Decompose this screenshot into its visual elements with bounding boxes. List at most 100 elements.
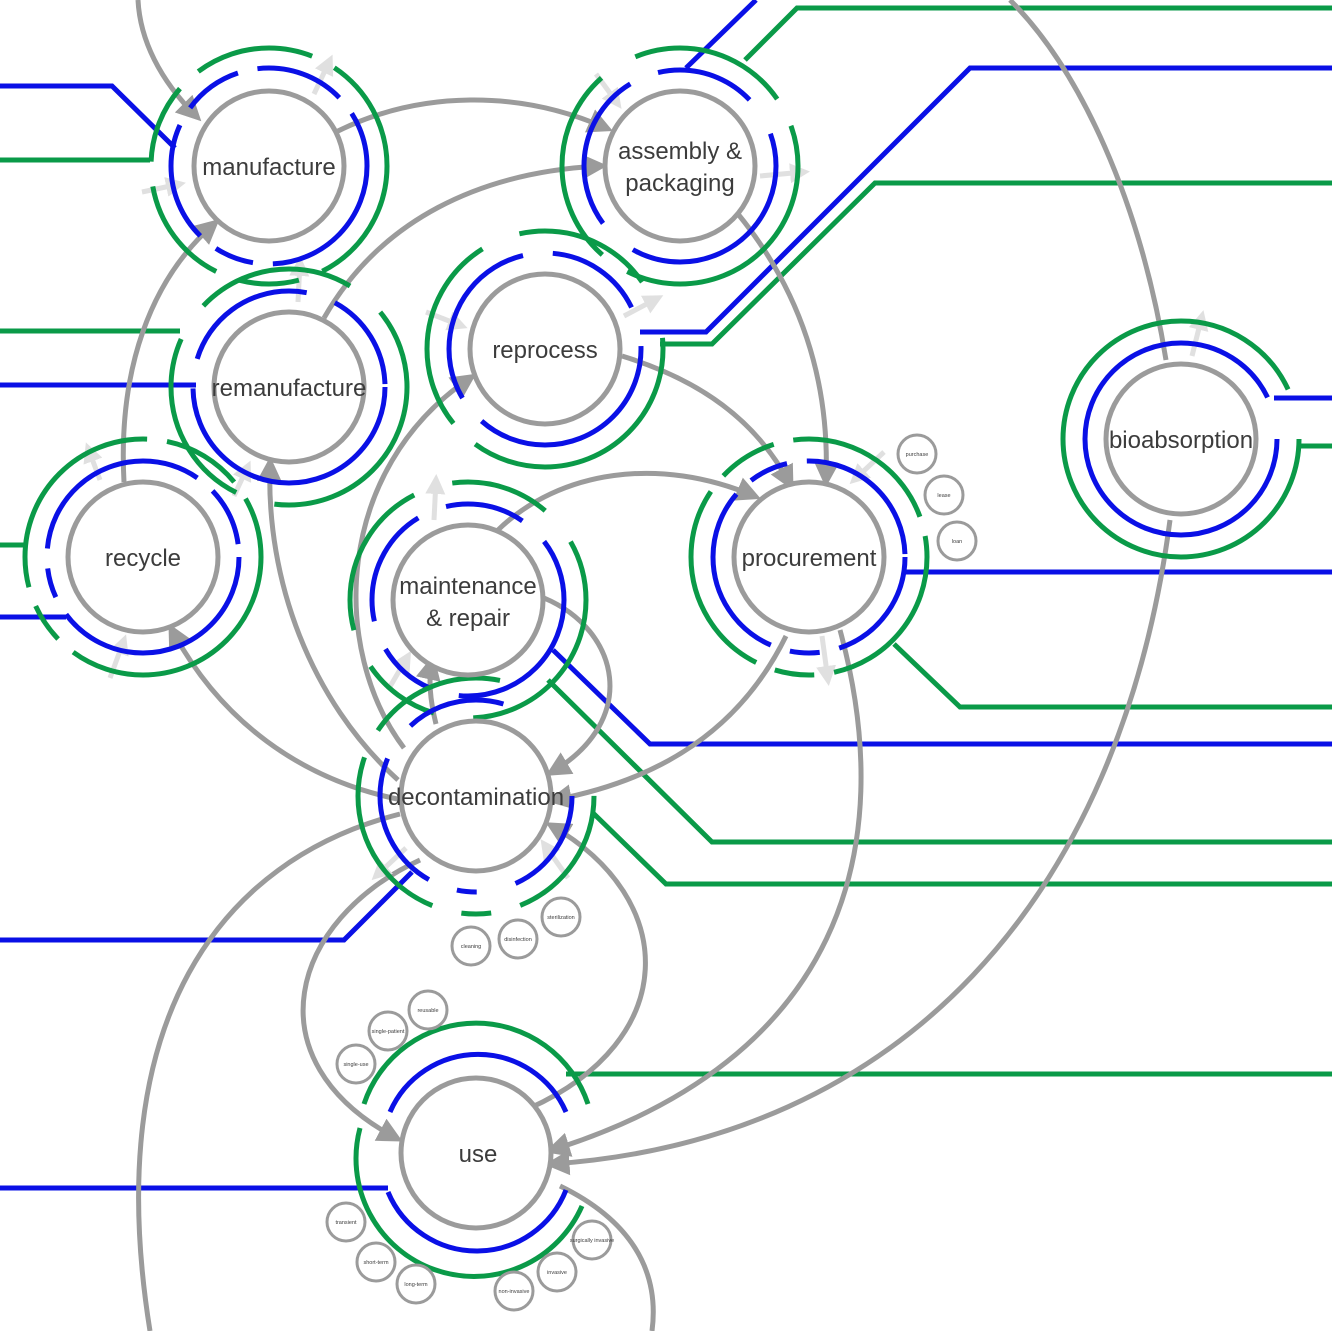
flow-reprocess-to-procurement [621, 353, 794, 491]
flow-decon-to-remanufacture [256, 456, 400, 782]
maintenance-blue-connector [551, 648, 1332, 747]
procurement-green-ring [688, 436, 930, 678]
manufacture-blue-ring [168, 65, 370, 267]
decontamination-green-connector-a [546, 678, 1332, 845]
tag-disinfection[interactable]: disinfection [497, 918, 539, 960]
node-maintenance-repair[interactable]: maintenance & repair [390, 522, 546, 678]
tag-lease[interactable]: lease [923, 474, 965, 516]
tag-non-invasive[interactable]: non-invasive [493, 1270, 535, 1312]
connector-lines [0, 0, 1332, 1191]
flow-top-to-manufacture [135, 0, 202, 122]
tag-bubbles: purchase lease loan cleaning disinfectio… [325, 433, 978, 1312]
decontamination-blue-connector [0, 870, 414, 943]
node-maintenance-label-line2: & repair [426, 605, 510, 632]
tag-sterilization-label: sterilization [547, 915, 575, 921]
node-decontamination[interactable]: decontamination [388, 718, 564, 874]
flow-maintenance-to-procurement [496, 470, 761, 532]
tag-single-patient[interactable]: single-patient [367, 1010, 409, 1052]
tag-purchase-label: purchase [906, 452, 929, 458]
reprocess-green-connector [660, 180, 1332, 347]
tag-loan[interactable]: loan [936, 520, 978, 562]
tag-surgically-invasive[interactable]: surgically invasive [570, 1219, 614, 1261]
node-recycle-label: recycle [105, 545, 181, 572]
node-reprocess[interactable]: reprocess [467, 271, 623, 427]
recycle-blue-ring [44, 458, 242, 656]
tag-non-invasive-label: non-invasive [499, 1289, 530, 1295]
tag-invasive[interactable]: invasive [536, 1251, 578, 1293]
tag-cleaning[interactable]: cleaning [450, 925, 492, 967]
node-procurement-label: procurement [742, 545, 877, 572]
decontamination-blue-ring [377, 697, 575, 895]
use-blue-ring-top [387, 1051, 569, 1114]
node-rings [22, 45, 1302, 1279]
reprocess-blue-ring [446, 250, 644, 448]
tag-single-use[interactable]: single-use [335, 1043, 377, 1085]
tag-surgically-invasive-label: surgically invasive [570, 1238, 614, 1244]
tag-disinfection-label: disinfection [504, 937, 532, 943]
tag-transient[interactable]: transient [325, 1201, 367, 1243]
remanufacture-green-ring [168, 266, 410, 508]
decontamination-green-connector-b [590, 810, 1332, 887]
node-maintenance-label-line1: maintenance [399, 573, 536, 600]
node-manufacture-label: manufacture [202, 154, 335, 181]
node-decontamination-label: decontamination [388, 784, 564, 811]
tag-reusable-label: reusable [417, 1008, 438, 1014]
flow-decon-to-use [300, 857, 422, 1142]
reprocess-blue-connector [640, 65, 1332, 335]
nodes: manufacture assembly & packaging remanuf… [65, 88, 1259, 1231]
reprocess-green-ring [424, 228, 666, 470]
node-procurement[interactable]: procurement [731, 479, 887, 635]
flow-procurement-to-use [544, 629, 864, 1157]
node-assembly-packaging[interactable]: assembly & packaging [602, 88, 758, 244]
node-remanufacture[interactable]: remanufacture [211, 309, 367, 465]
maintenance-green-ring [347, 479, 589, 721]
node-recycle[interactable]: recycle [65, 479, 221, 635]
reprocess-out-arrow [622, 295, 664, 319]
tag-invasive-label: invasive [547, 1270, 567, 1276]
tag-short-term-label: short-term [363, 1260, 388, 1266]
node-bioabsorption-label: bioabsorption [1109, 427, 1253, 454]
tag-purchase[interactable]: purchase [896, 433, 938, 475]
flow-use-to-decon [528, 822, 648, 1111]
maintenance-blue-ring [369, 501, 567, 699]
procurement-blue-ring [710, 458, 908, 656]
tag-single-use-label: single-use [343, 1062, 368, 1068]
assembly-blue-ring [581, 67, 779, 265]
assembly-green-connector [743, 5, 1332, 62]
decontamination-green-ring [355, 675, 597, 917]
flow-bioabsorption-to-top [1008, 0, 1169, 361]
node-use[interactable]: use [398, 1075, 554, 1231]
assembly-blue-connector [684, 0, 758, 70]
bioabsorption-blue-ring [1082, 340, 1280, 538]
tag-transient-label: transient [335, 1220, 357, 1226]
maintenance-in-arrow [385, 650, 412, 692]
tag-lease-label: lease [937, 493, 950, 499]
tag-cleaning-label: cleaning [461, 944, 482, 950]
flow-procurement-to-decon [546, 634, 789, 810]
tag-loan-label: loan [952, 539, 962, 545]
use-green-ring-top [361, 1020, 591, 1105]
node-bioabsorption[interactable]: bioabsorption [1103, 361, 1259, 517]
node-assembly-label-line2: packaging [625, 170, 734, 197]
procurement-green-connector [892, 642, 1332, 710]
tag-reusable[interactable]: reusable [407, 989, 449, 1031]
node-reprocess-label: reprocess [492, 337, 597, 364]
bioabsorption-green-ring [1060, 318, 1302, 560]
flow-decon-bottom-left [136, 811, 401, 1331]
manufacture-green-ring [148, 45, 390, 287]
flow-remanufacture-to-assembly [321, 154, 608, 320]
use-blue-ring-bottom [385, 1189, 569, 1254]
node-assembly-label-line1: assembly & [618, 138, 742, 165]
node-manufacture[interactable]: manufacture [191, 88, 347, 244]
flow-maintenance-to-decon [543, 595, 613, 776]
tag-sterilization[interactable]: sterilization [540, 896, 582, 938]
node-use-label: use [459, 1141, 498, 1168]
tag-long-term[interactable]: long-term [395, 1263, 437, 1305]
tag-long-term-label: long-term [404, 1282, 428, 1288]
recycle-green-ring [22, 436, 264, 678]
maintenance-out-arrow [425, 474, 446, 521]
tag-short-term[interactable]: short-term [355, 1241, 397, 1283]
flow-bioabsorption-to-use [544, 519, 1173, 1176]
procurement-out-arrow [816, 635, 837, 686]
